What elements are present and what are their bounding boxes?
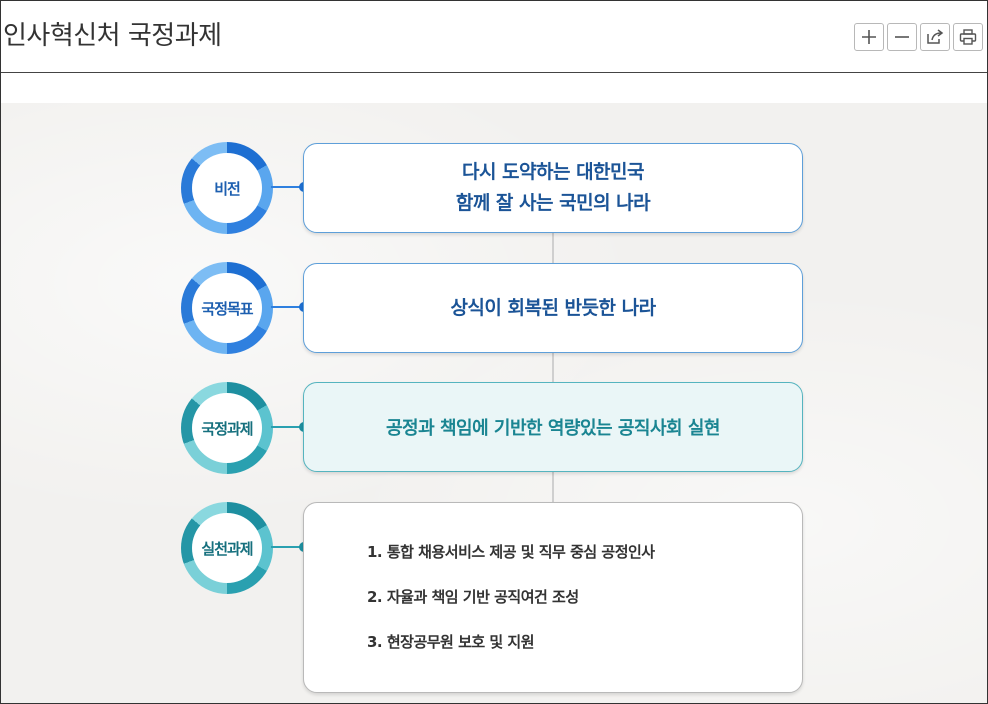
plus-icon [862,30,876,44]
national-goal-label: 국정목표 [201,299,253,318]
national-task-label: 국정과제 [201,419,253,438]
minus-icon [895,36,909,38]
national-goal-card: 상식이 회복된 반듯한 나라 [303,263,803,353]
national-task-badge: 국정과제 [181,382,273,474]
list-item: 3. 현장공무원 보호 및 지원 [367,633,535,651]
national-goal-badge: 국정목표 [181,262,273,354]
national-goal-text: 상식이 회복된 반듯한 나라 [450,296,656,319]
zoom-in-button[interactable] [854,23,884,51]
list-item: 2. 자율과 책임 기반 공직여건 조성 [367,588,579,606]
action-tasks-card [303,502,803,693]
vision-badge: 비전 [181,142,273,234]
print-icon [959,29,977,45]
vision-card: 다시 도약하는 대한민국 함께 잘 사는 국민의 나라 [303,143,803,233]
national-task-card: 공정과 책임에 기반한 역량있는 공직사회 실현 [303,382,803,472]
page-title: 인사혁신처 국정과제 [3,21,222,51]
vision-connector [271,186,303,188]
action-tasks-badge: 실천과제 [181,502,273,594]
toolbar [854,23,983,51]
vision-text-line1: 다시 도약하는 대한민국 [461,161,645,183]
national-task-connector [271,426,303,428]
share-button[interactable] [920,23,950,51]
print-button[interactable] [953,23,983,51]
action-tasks-label: 실천과제 [201,539,253,558]
header-divider [1,72,987,73]
national-goal-connector [271,306,303,308]
national-task-text: 공정과 책임에 기반한 역량있는 공직사회 실현 [386,418,720,439]
zoom-out-button[interactable] [887,23,917,51]
vision-label: 비전 [214,179,241,198]
action-tasks-connector [271,546,303,548]
action-task-list: 1. 통합 채용서비스 제공 및 직무 중심 공정인사 2. 자율과 책임 기반… [367,541,655,676]
diagram-spine [552,231,554,511]
share-icon [927,29,944,44]
list-item: 1. 통합 채용서비스 제공 및 직무 중심 공정인사 [367,543,655,561]
vision-text-line2: 함께 잘 사는 국민의 나라 [455,192,651,214]
